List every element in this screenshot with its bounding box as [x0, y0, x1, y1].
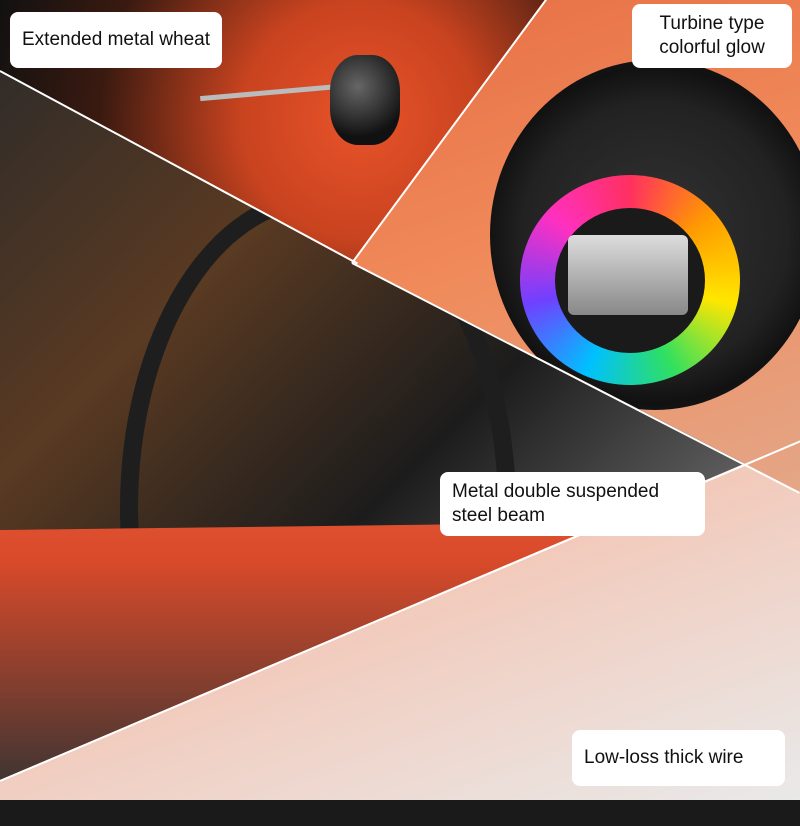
- label-steel-beam: Metal double suspended steel beam: [440, 472, 705, 536]
- label-text: colorful glow: [659, 37, 765, 58]
- label-text: Turbine type: [659, 13, 765, 34]
- microphone-arm: [200, 83, 340, 102]
- microphone-head: [330, 55, 400, 145]
- label-text: Metal double suspended: [452, 481, 660, 502]
- brand-logo-plate: [568, 235, 688, 315]
- label-text: steel beam: [452, 505, 545, 526]
- label-text: Low-loss thick wire: [584, 747, 744, 768]
- label-extended-metal-wheat: Extended metal wheat: [10, 12, 223, 68]
- label-turbine-glow: Turbine type colorful glow: [632, 4, 792, 68]
- label-thick-wire: Low-loss thick wire: [572, 730, 785, 786]
- label-text: Extended metal wheat: [22, 29, 211, 50]
